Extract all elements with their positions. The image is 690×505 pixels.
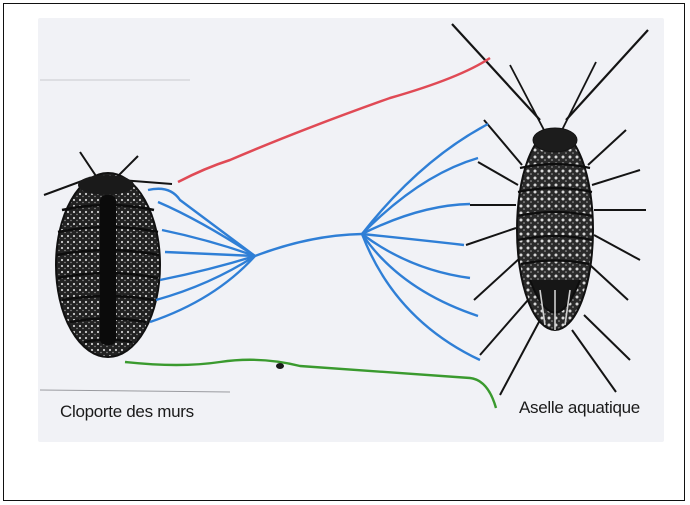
blue-connection-lines (148, 124, 488, 360)
photo-comparison (38, 18, 664, 442)
green-connection-line (125, 360, 496, 408)
woodlouse-drawing (44, 152, 172, 357)
guide-line (40, 390, 230, 392)
ink-dot (276, 363, 284, 369)
label-cloporte-des-murs: Cloporte des murs (60, 402, 194, 422)
red-connection-line (178, 58, 490, 182)
illustration-svg (38, 18, 664, 442)
waterlouse-drawing (452, 24, 648, 395)
label-aselle-aquatique: Aselle aquatique (519, 398, 640, 418)
